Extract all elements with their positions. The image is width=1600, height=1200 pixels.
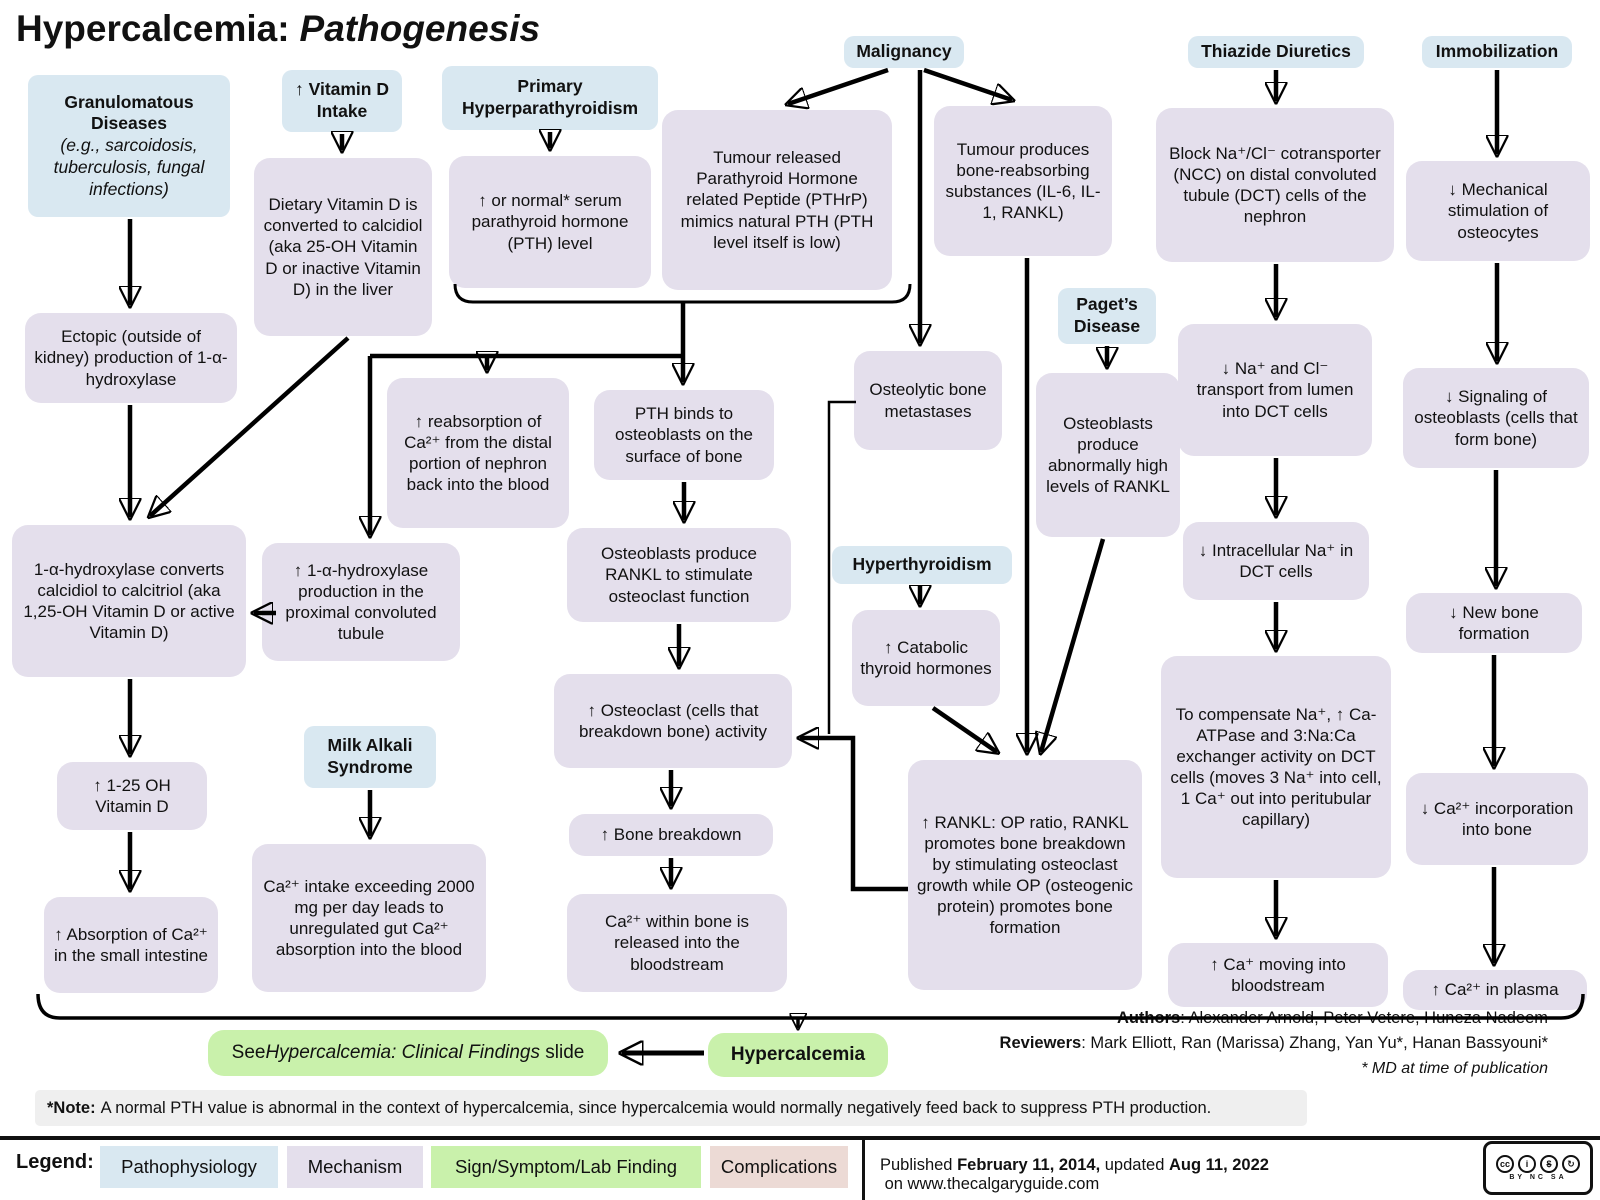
box-pth-level: ↑ or normal* serum parathyroid hormone (… — [449, 156, 651, 288]
see-prefix: See — [231, 1042, 266, 1064]
header-pagets-disease: Paget’s Disease — [1058, 288, 1156, 344]
box-block-ncc: Block Na⁺/Cl⁻ cotransporter (NCC) on dis… — [1156, 108, 1394, 262]
authors-names: : Alexander Arnold, Peter Vetere, Huneza… — [1180, 1009, 1548, 1027]
box-pth-binds-osteoblasts: PTH binds to osteoblasts on the surface … — [594, 390, 774, 480]
updated-word: updated — [1100, 1156, 1169, 1174]
header-granulomatous-diseases: Granulomatous Diseases (e.g., sarcoidosi… — [28, 75, 230, 217]
box-hypercalcemia: Hypercalcemia — [708, 1033, 888, 1077]
box-new-bone-formation: ↓ New bone formation — [1406, 593, 1582, 653]
box-hydroxylase-converts: 1-α-hydroxylase converts calcidiol to ca… — [12, 525, 246, 677]
authors-label: Authors — [1116, 1009, 1181, 1027]
box-ca-in-plasma: ↑ Ca²⁺ in plasma — [1403, 970, 1587, 1010]
granulomatous-title: Granulomatous Diseases — [64, 91, 194, 134]
box-dietary-vitamin-d: Dietary Vitamin D is converted to calcid… — [254, 158, 432, 336]
cc-by-icon: i — [1518, 1155, 1536, 1173]
cc-nc-icon: $ — [1540, 1155, 1558, 1173]
cc-sa-icon: ↻ — [1562, 1155, 1580, 1173]
legend-chip-sign-symptom: Sign/Symptom/Lab Finding — [431, 1146, 701, 1188]
cc-license-badge: cc i $ ↻ BY NC SA — [1483, 1141, 1593, 1195]
box-pagets-osteoblasts-rankl: Osteoblasts produce abnormally high leve… — [1036, 373, 1180, 537]
legend-chip-pathophysiology: Pathophysiology — [100, 1146, 278, 1188]
published-prefix: Published — [880, 1156, 958, 1174]
box-see-clinical-findings: See Hypercalcemia: Clinical Findings sli… — [208, 1030, 608, 1076]
cc-icon: cc — [1496, 1155, 1514, 1173]
box-ca-released-bloodstream: Ca²⁺ within bone is released into the bl… — [567, 894, 787, 992]
box-tumour-pthrp: Tumour released Parathyroid Hormone rela… — [662, 110, 892, 290]
updated-date: Aug 11, 2022 — [1168, 1156, 1269, 1174]
page-title: Hypercalcemia:Pathogenesis — [16, 8, 540, 50]
published-date: February 11, 2014, — [957, 1156, 1101, 1174]
box-osteoblast-signaling: ↓ Signaling of osteoblasts (cells that f… — [1403, 368, 1589, 468]
legend-chip-mechanism: Mechanism — [287, 1146, 423, 1188]
box-bone-breakdown: ↑ Bone breakdown — [569, 814, 773, 856]
legend-chip-complications: Complications — [710, 1146, 848, 1188]
header-milk-alkali-syndrome: Milk Alkali Syndrome — [304, 726, 436, 788]
footnote-bar: *Note: A normal PTH value is abnormal in… — [35, 1090, 1307, 1126]
box-1-25-oh-vitamin-d: ↑ 1-25 OH Vitamin D — [57, 762, 207, 830]
published-line: Published February 11, 2014, updated Aug… — [880, 1156, 1470, 1194]
header-hyperthyroidism: Hyperthyroidism — [832, 546, 1012, 584]
header-thiazide-diuretics: Thiazide Diuretics — [1188, 36, 1364, 68]
reviewers-label: Reviewers — [999, 1034, 1082, 1052]
cc-icons: cc i $ ↻ — [1496, 1155, 1580, 1173]
box-ca-absorption-intestine: ↑ Absorption of Ca²⁺ in the small intest… — [44, 897, 218, 993]
md-note: * MD at time of publication — [1361, 1060, 1548, 1077]
site-url: www.thecalgaryguide.com — [907, 1175, 1100, 1193]
box-tumour-bone-reabsorbing: Tumour produces bone-reabsorbing substan… — [934, 106, 1112, 256]
box-osteoblasts-produce-rankl: Osteoblasts produce RANKL to stimulate o… — [567, 528, 791, 622]
legend-divider — [862, 1136, 865, 1200]
box-osteolytic-metastases: Osteolytic bone metastases — [854, 351, 1002, 450]
header-malignancy: Malignancy — [844, 36, 964, 68]
on-word: on — [880, 1175, 908, 1193]
cc-letters: BY NC SA — [1509, 1174, 1567, 1181]
box-proximal-tubule-production: ↑ 1-α-hydroxylase production in the prox… — [262, 543, 460, 661]
see-slide-title: Hypercalcemia: Clinical Findings — [265, 1042, 540, 1064]
see-suffix: slide — [540, 1042, 585, 1064]
box-rankl-op-ratio: ↑ RANKL: OP ratio, RANKL promotes bone b… — [908, 760, 1142, 990]
box-compensate-na-exchanger: To compensate Na⁺, ↑ Ca-ATPase and 3:Na:… — [1161, 656, 1391, 878]
reviewers-names: : Mark Elliott, Ran (Marissa) Zhang, Yan… — [1081, 1034, 1548, 1052]
box-nacl-transport: ↓ Na⁺ and Cl⁻ transport from lumen into … — [1178, 324, 1372, 456]
legend-label: Legend: — [16, 1151, 94, 1173]
granulomatous-examples: (e.g., sarcoidosis, tuberculosis, fungal… — [53, 135, 205, 199]
header-immobilization: Immobilization — [1422, 36, 1572, 68]
reviewers-line: Reviewers: Mark Elliott, Ran (Marissa) Z… — [900, 1031, 1548, 1056]
box-ca-moving-bloodstream: ↑ Ca⁺ moving into bloodstream — [1168, 943, 1388, 1007]
note-label: *Note: — [47, 1098, 96, 1117]
box-ectopic-production: Ectopic (outside of kidney) production o… — [25, 313, 237, 403]
authors-line: Authors: Alexander Arnold, Peter Vetere,… — [900, 1006, 1548, 1031]
box-catabolic-thyroid-hormones: ↑ Catabolic thyroid hormones — [852, 610, 1000, 706]
box-intracellular-na: ↓ Intracellular Na⁺ in DCT cells — [1183, 522, 1369, 600]
box-mechanical-stimulation: ↓ Mechanical stimulation of osteocytes — [1406, 161, 1590, 261]
header-primary-hyperparathyroidism: Primary Hyperparathyroidism — [442, 66, 658, 130]
header-vitamin-d-intake: ↑ Vitamin D Intake — [282, 70, 402, 132]
note-text: A normal PTH value is abnormal in the co… — [100, 1098, 1212, 1117]
title-main: Hypercalcemia: — [16, 8, 290, 49]
box-osteoclast-activity: ↑ Osteoclast (cells that breakdown bone)… — [554, 674, 792, 768]
credits-block: Authors: Alexander Arnold, Peter Vetere,… — [900, 1006, 1548, 1081]
box-ca-incorporation-bone: ↓ Ca²⁺ incorporation into bone — [1406, 773, 1588, 865]
box-ca-reabsorption-nephron: ↑ reabsorption of Ca²⁺ from the distal p… — [387, 378, 569, 528]
title-emphasis: Pathogenesis — [299, 8, 541, 49]
box-ca-intake-exceeding: Ca²⁺ intake exceeding 2000 mg per day le… — [252, 844, 486, 992]
